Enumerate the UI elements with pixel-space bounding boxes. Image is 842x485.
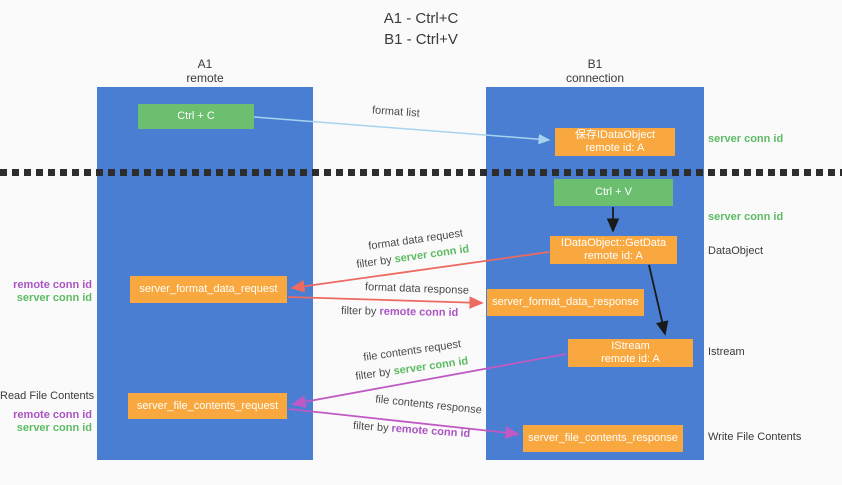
arrow-format-data-response	[287, 296, 484, 309]
remote-conn-id-text: remote conn id	[379, 305, 459, 320]
annot-remote-conn-id-left-2: remote conn id	[13, 409, 92, 421]
annot-remote-conn-id-left-1: remote conn id	[13, 279, 92, 291]
node-istream-line1: IStream	[611, 340, 650, 352]
node-file-response-label: server_file_contents_response	[528, 432, 678, 444]
lane-header-b1: B1 connection	[486, 57, 704, 85]
label-format-data-response: format data response	[364, 281, 470, 297]
node-getdata-line2: remote id: A	[584, 250, 643, 262]
node-getdata-line1: IDataObject::GetData	[560, 237, 667, 249]
annot-server-conn-id-left-2: server conn id	[16, 422, 92, 434]
remote-conn-id-text: remote conn id	[391, 422, 471, 441]
node-server-file-contents-response: server_file_contents_response	[523, 425, 683, 452]
node-file-request-label: server_file_contents_request	[136, 399, 279, 412]
node-save-dataobject-line1: 保存IDataObject	[574, 129, 656, 141]
node-idataobject-getdata: IDataObject::GetData remote id: A	[550, 236, 677, 264]
label-format-list: format list	[371, 104, 421, 120]
diagram-title: A1 - Ctrl+C B1 - Ctrl+V	[0, 8, 842, 50]
filter-by-text: filter by	[354, 366, 392, 383]
annot-server-conn-id-right-2: server conn id	[708, 211, 784, 223]
node-server-format-data-response: server_format_data_response	[487, 289, 644, 316]
filter-by-text: filter by	[340, 304, 377, 318]
annot-server-conn-id-right-1: server conn id	[708, 133, 784, 145]
node-ctrl-v-label: Ctrl + V	[595, 186, 632, 198]
server-conn-id-text: server conn id	[392, 355, 469, 378]
annot-write-file-contents: Write File Contents	[708, 431, 802, 443]
node-ctrl-c: Ctrl + C	[138, 104, 254, 129]
annot-read-file-contents: Read File Contents	[0, 390, 95, 402]
node-server-file-contents-request: server_file_contents_request	[128, 393, 287, 419]
title-line-2: B1 - Ctrl+V	[384, 31, 458, 48]
lane-b1-name: B1	[587, 57, 603, 71]
node-istream: IStream remote id: A	[568, 339, 693, 367]
node-ctrl-c-label: Ctrl + C	[177, 110, 215, 122]
lane-b1-subtitle: connection	[565, 71, 625, 85]
node-format-response-label: server_format_data_response	[492, 296, 639, 308]
label-file-contents-response: file contents response	[374, 393, 483, 417]
node-save-dataobject: 保存IDataObject remote id: A	[555, 128, 675, 156]
annot-server-conn-id-left-1: server conn id	[16, 292, 92, 304]
session-separator-line	[0, 169, 842, 176]
lane-a1-subtitle: remote	[186, 71, 224, 85]
filter-by-text: filter by	[352, 419, 389, 435]
title-line-1: A1 - Ctrl+C	[383, 10, 459, 27]
node-save-dataobject-line2: remote id: A	[585, 142, 645, 154]
lane-header-a1: A1 remote	[97, 57, 313, 85]
node-format-request-label: server_format_data_request	[139, 283, 278, 295]
annot-istream: Istream	[708, 346, 745, 358]
node-server-format-data-request: server_format_data_request	[130, 276, 287, 303]
lane-a1-name: A1	[197, 57, 213, 71]
annot-dataobject: DataObject	[708, 245, 764, 257]
filter-by-text: filter by	[355, 254, 393, 271]
node-istream-line2: remote id: A	[601, 353, 660, 365]
node-ctrl-v: Ctrl + V	[554, 179, 673, 206]
